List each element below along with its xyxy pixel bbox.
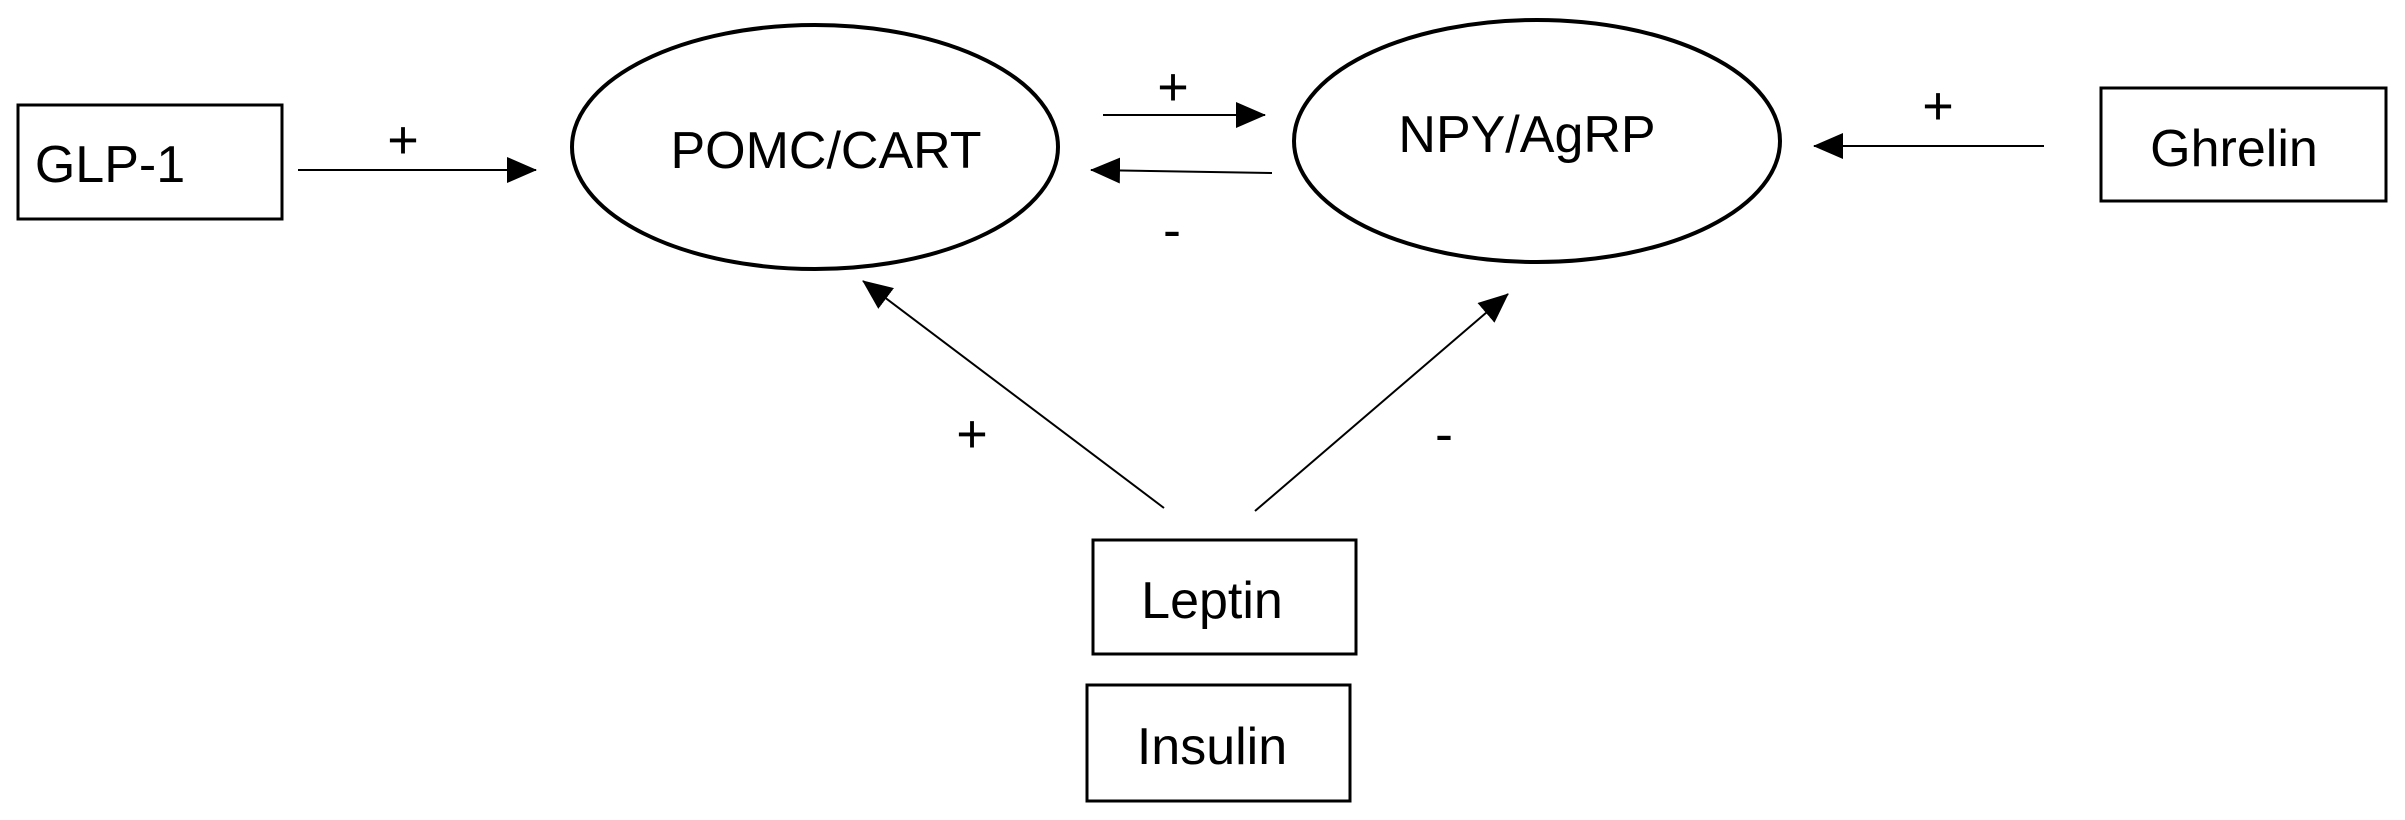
npy-agrp-label: NPY/AgRP: [1398, 106, 1655, 164]
leptin-label: Leptin: [1141, 572, 1283, 630]
npy-agrp-ellipse: [1292, 18, 1782, 264]
ghrelin-box: [2099, 86, 2388, 203]
leptin-node: Leptin: [1091, 538, 1358, 656]
insulin-box: [1085, 683, 1352, 803]
glp1-node: GLP-1: [16, 103, 284, 221]
edge-leptin-to-npy: -: [1254, 293, 1509, 512]
sign-leptin-to-npy: -: [1435, 404, 1453, 464]
pomc-cart-ellipse: [570, 23, 1060, 271]
arrow-npy-to-pomc: [1090, 157, 1273, 184]
pomc-cart-node: POMC/CART: [570, 23, 1060, 271]
insulin-node: Insulin: [1085, 683, 1352, 803]
pomc-cart-label: POMC/CART: [670, 122, 981, 180]
npy-agrp-node: NPY/AgRP: [1292, 18, 1782, 264]
arrow-leptin-to-pomc: [862, 280, 1165, 509]
insulin-label: Insulin: [1137, 718, 1287, 776]
edge-ghrelin-to-npy: +: [1813, 76, 2044, 159]
ghrelin-node: Ghrelin: [2099, 86, 2388, 203]
edge-npy-to-pomc: -: [1090, 157, 1273, 260]
arrow-leptin-to-npy: [1254, 293, 1509, 512]
sign-leptin-to-pomc: +: [956, 404, 988, 464]
glp1-label: GLP-1: [35, 136, 185, 194]
sign-glp1-to-pomc: +: [387, 110, 419, 170]
glp1-box: [16, 103, 284, 221]
sign-pomc-to-npy: +: [1157, 57, 1189, 117]
ghrelin-label: Ghrelin: [2150, 120, 2318, 178]
edge-pomc-to-npy: +: [1103, 57, 1266, 128]
sign-ghrelin-to-npy: +: [1922, 76, 1954, 136]
sign-npy-to-pomc: -: [1163, 200, 1181, 260]
leptin-box: [1091, 538, 1358, 656]
edge-glp1-to-pomc: +: [298, 110, 537, 183]
edge-leptin-to-pomc: +: [862, 280, 1165, 509]
